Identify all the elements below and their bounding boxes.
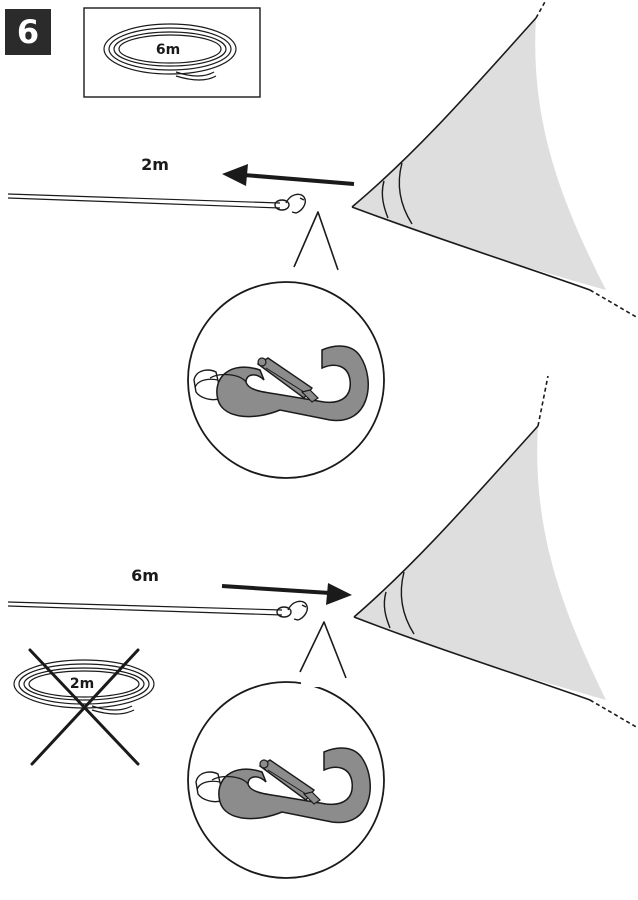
zoom-callout-top	[188, 212, 384, 478]
rope-coil-length-label: 6m	[156, 42, 180, 58]
rope-line-bottom	[8, 602, 282, 615]
rope-length-label-top: 2m	[141, 155, 169, 174]
carabiner-small-top	[275, 194, 305, 213]
shade-sail-corner-top	[352, 0, 638, 318]
rope-coil-box: 6m	[84, 8, 260, 97]
pull-direction-arrow-left	[222, 164, 354, 186]
cross-out-mark	[30, 650, 138, 764]
zoom-callout-bottom	[188, 622, 384, 878]
wrong-rope-length-label: 2m	[70, 676, 94, 692]
crossed-out-rope-coil: 2m	[14, 650, 154, 764]
rope-length-label-bottom: 6m	[131, 566, 159, 585]
carabiner-small-bottom	[277, 601, 307, 620]
shade-sail-corner-bottom	[354, 376, 638, 728]
pull-direction-arrow-right	[222, 583, 352, 605]
rope-line-top	[8, 194, 280, 208]
